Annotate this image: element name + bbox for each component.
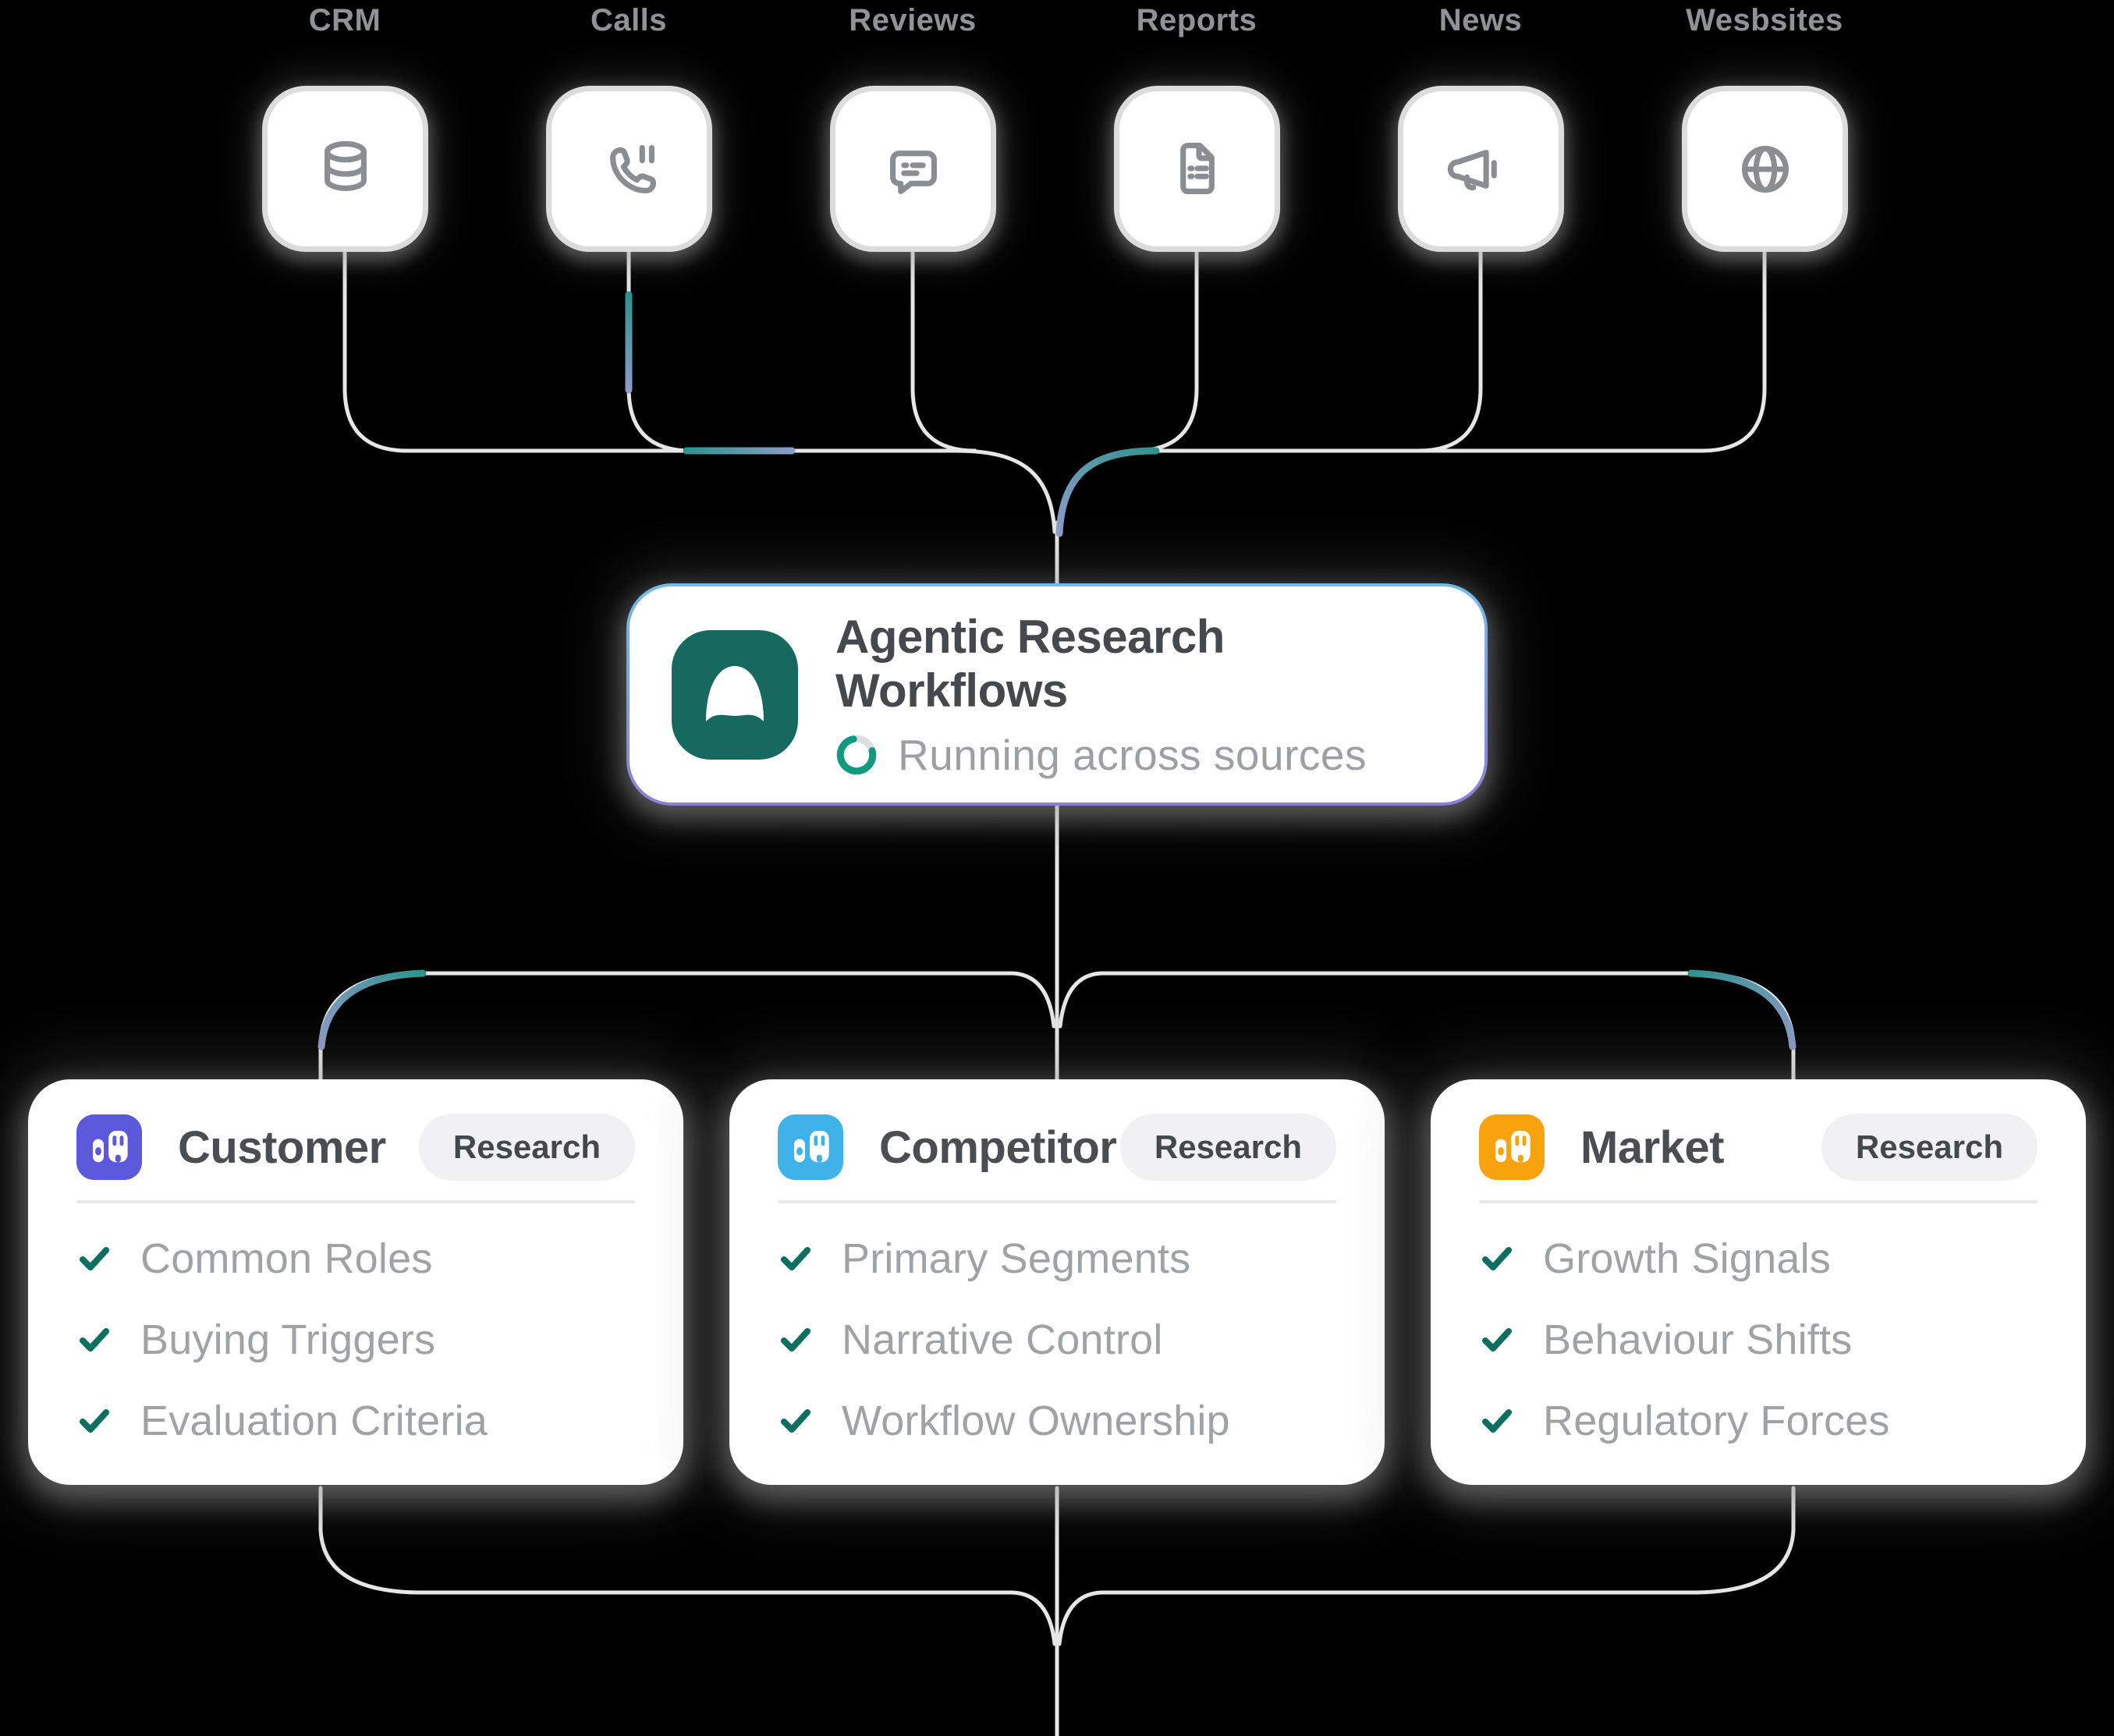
list-item: Buying Triggers — [76, 1316, 652, 1363]
source-label-websites: Wesbsites — [1686, 3, 1843, 37]
research-badge: Research — [1119, 1114, 1336, 1181]
check-icon — [1482, 1409, 1512, 1433]
spinner-icon — [836, 735, 877, 774]
list-item: Growth Signals — [1479, 1235, 2055, 1282]
database-icon — [324, 140, 367, 191]
source-tile-calls — [546, 86, 712, 252]
card-competitor-research: Competitor Research Primary Segments Nar… — [729, 1079, 1385, 1485]
hub-node: Agentic Research Workflows Running acros… — [626, 583, 1488, 806]
card-divider — [1479, 1200, 2038, 1203]
source-tile-websites — [1682, 86, 1848, 252]
source-tile-reports — [1114, 86, 1280, 252]
card-divider — [76, 1200, 635, 1203]
phone-icon — [609, 144, 656, 193]
source-label-news: News — [1438, 3, 1523, 37]
check-icon — [80, 1247, 109, 1270]
source-label-reviews: Reviews — [849, 3, 977, 37]
check-icon — [781, 1247, 810, 1270]
card-divider — [778, 1200, 1336, 1203]
market-icon — [1479, 1114, 1545, 1180]
research-badge: Research — [418, 1114, 635, 1181]
list-item: Narrative Control — [778, 1316, 1353, 1363]
card-title: Customer — [178, 1121, 386, 1173]
check-icon — [781, 1328, 810, 1352]
source-tile-news — [1398, 86, 1564, 252]
list-item: Primary Segments — [778, 1235, 1353, 1282]
card-customer-research: Customer Research Common Roles Buying Tr… — [28, 1079, 683, 1485]
globe-icon — [1741, 145, 1789, 193]
list-item: Regulatory Forces — [1479, 1398, 2055, 1444]
source-label-crm: CRM — [308, 3, 381, 37]
research-badge: Research — [1821, 1114, 2038, 1181]
competitor-icon — [778, 1114, 843, 1180]
hub-logo-icon — [672, 629, 798, 760]
list-item: Common Roles — [76, 1235, 652, 1282]
card-market-research: Market Research Growth Signals Behaviour… — [1431, 1079, 2086, 1485]
source-tile-crm — [262, 86, 428, 252]
list-item: Behaviour Shifts — [1479, 1316, 2055, 1363]
customer-icon — [76, 1114, 142, 1180]
document-icon — [1179, 142, 1215, 194]
hub-status-row: Running across sources — [835, 730, 1442, 780]
source-label-reports: Reports — [1136, 3, 1257, 37]
check-icon — [1482, 1247, 1512, 1270]
check-icon — [1482, 1328, 1512, 1352]
flow-pulses — [317, 291, 1797, 1050]
chat-icon — [889, 150, 937, 194]
check-icon — [80, 1328, 109, 1352]
list-item: Evaluation Criteria — [76, 1398, 652, 1444]
megaphone-icon — [1447, 149, 1497, 190]
hub-status-text: Running across sources — [898, 730, 1367, 779]
check-icon — [80, 1409, 109, 1433]
card-title: Market — [1580, 1121, 1724, 1173]
list-item: Workflow Ownership — [778, 1398, 1353, 1444]
source-tile-reviews — [830, 86, 996, 252]
card-title: Competitor — [879, 1121, 1117, 1173]
hub-title: Agentic Research Workflows — [835, 610, 1225, 717]
check-icon — [781, 1409, 810, 1433]
source-label-calls: Calls — [590, 3, 668, 37]
